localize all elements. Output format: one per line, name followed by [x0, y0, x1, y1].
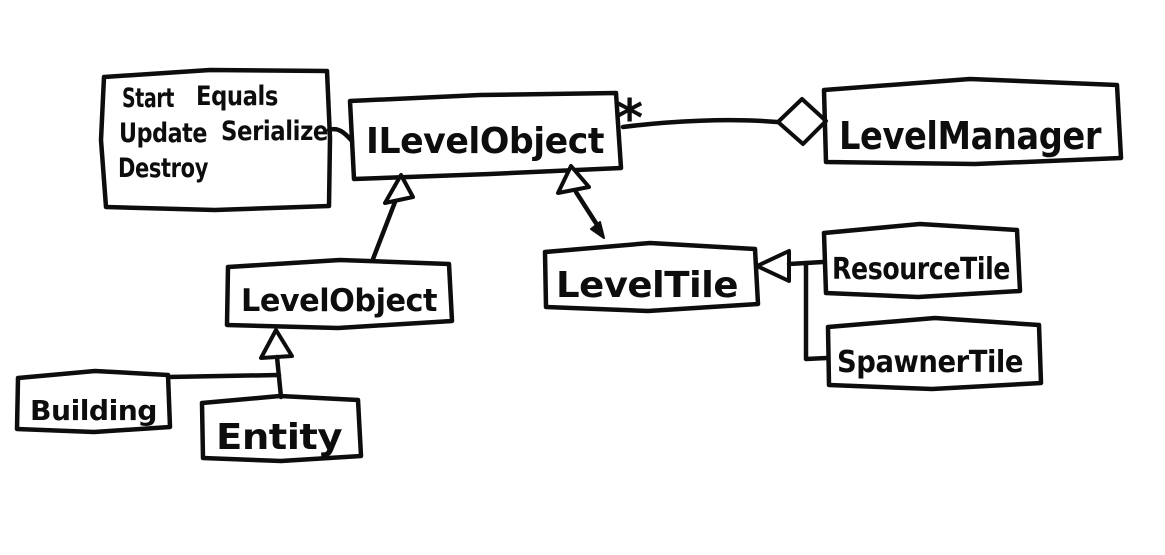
levelmanager-box	[821, 76, 1124, 167]
node-building: Building	[14, 368, 173, 435]
note-method-destroy: Destroy	[118, 153, 209, 184]
aggregation-line	[620, 117, 780, 130]
node-entity: Entity	[199, 393, 364, 464]
edge-levelobject-inheritance	[370, 173, 415, 262]
levelmanager-label: LevelManager	[839, 114, 1102, 158]
note-box	[98, 67, 333, 213]
inheritance-triangle-icon	[259, 328, 294, 360]
building-inheritance-line	[165, 372, 282, 380]
inheritance-triangle-icon	[556, 164, 591, 195]
levelobject-box	[224, 257, 455, 331]
resourcetile-box	[821, 221, 1023, 300]
resourcetile-label: ResourceTile	[832, 252, 1010, 287]
spawnertile-label: SpawnerTile	[837, 345, 1023, 380]
arrowhead-icon	[590, 221, 605, 239]
leveltile-box	[542, 240, 761, 314]
note-method-update: Update	[119, 118, 207, 149]
ilevelobject-box	[347, 90, 624, 182]
building-label: Building	[30, 394, 157, 427]
entity-label: Entity	[216, 417, 342, 458]
leveltile-label: LevelTile	[556, 265, 738, 306]
levelobject-label: LevelObject	[241, 283, 438, 319]
edge-tiles-inheritance	[755, 249, 830, 362]
node-resourcetile: ResourceTile	[821, 221, 1023, 300]
node-levelobject: LevelObject	[224, 257, 455, 331]
edge-note-attachment	[326, 126, 355, 144]
inheritance-triangle-icon	[755, 249, 791, 283]
ilevelobject-label: ILevelObject	[366, 121, 604, 162]
building-box	[14, 368, 173, 435]
inheritance-triangle-icon	[383, 173, 415, 205]
aggregation-diamond-icon	[776, 97, 828, 146]
edge-leveltile-inheritance	[556, 164, 605, 239]
edge-aggregation: *	[616, 89, 828, 149]
node-levelmanager: LevelManager	[821, 76, 1124, 167]
aggregation-multiplicity: *	[616, 89, 643, 149]
node-note-methods: Start Equals Update Serialize Destroy	[98, 67, 333, 213]
entity-box	[199, 393, 364, 464]
levelobject-inheritance-line	[370, 199, 398, 262]
spawnertile-box	[825, 315, 1044, 392]
edge-building-entity-inheritance	[165, 328, 294, 400]
node-spawnertile: SpawnerTile	[825, 315, 1044, 392]
spawnertile-branch-line	[803, 260, 830, 362]
note-method-start: Start	[122, 83, 174, 114]
node-ilevelobject: ILevelObject	[347, 90, 624, 182]
note-method-equals: Equals	[196, 81, 278, 112]
node-leveltile: LevelTile	[542, 240, 761, 314]
note-method-serialize: Serialize	[221, 116, 328, 147]
